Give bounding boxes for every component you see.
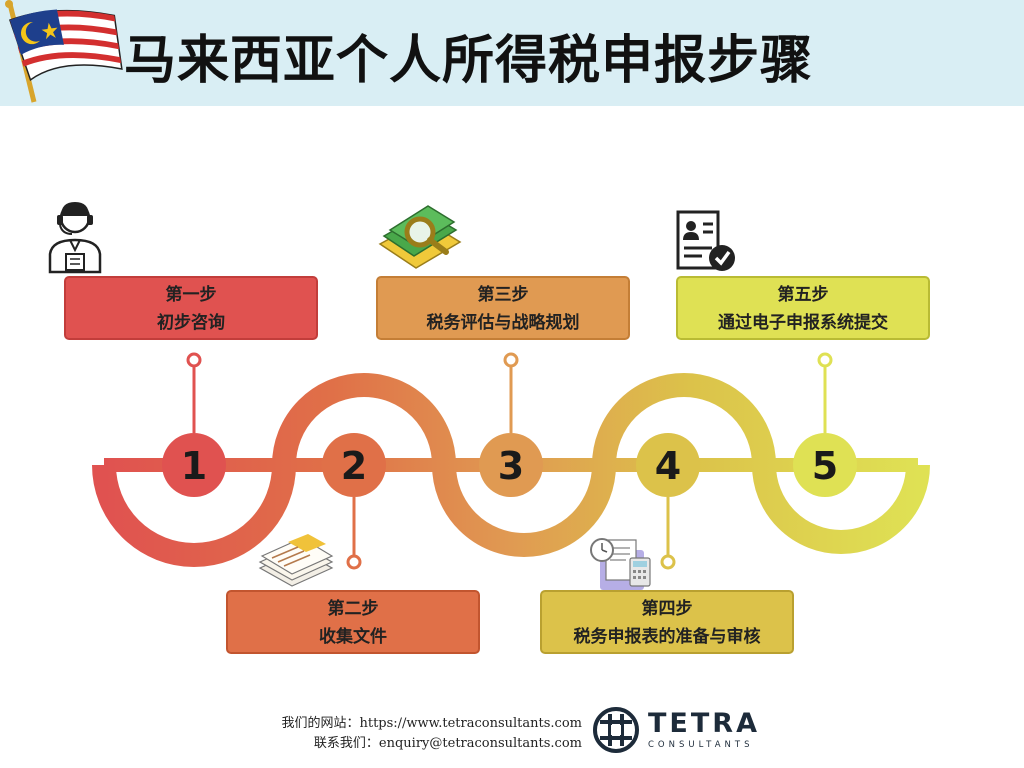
step-1-name: 初步咨询 — [157, 313, 225, 333]
step-2-connector-dot — [346, 554, 362, 570]
step-3-box: 第三步 税务评估与战略规划 — [376, 276, 630, 340]
step-5-box: 第五步 通过电子申报系统提交 — [676, 276, 930, 340]
timeline-snake-path — [92, 373, 930, 567]
step-5-connector-dot — [817, 352, 833, 368]
step-1-circle — [162, 433, 226, 497]
step-4-name: 税务申报表的准备与审核 — [573, 627, 761, 647]
page-title: 马来西亚个人所得税申报步骤 — [124, 31, 814, 91]
steps-diagram: 1 2 3 4 5 — [92, 352, 930, 570]
step-2-title: 第二步 — [327, 599, 379, 619]
money-magnifier-icon — [378, 205, 462, 269]
malaysia-flag-icon — [5, 0, 123, 103]
step-4-box: 第四步 税务申报表的准备与审核 — [540, 590, 794, 654]
step-2-number: 2 — [341, 444, 367, 488]
logo-main-text: TETRA — [648, 708, 760, 739]
step-4-connector-dot — [660, 554, 676, 570]
step-3-name: 税务评估与战略规划 — [426, 313, 580, 333]
step-3-title: 第三步 — [477, 285, 529, 305]
step-3-circle — [479, 433, 543, 497]
step-2-circle — [322, 433, 386, 497]
step-4-title: 第四步 — [641, 599, 693, 619]
contact-email-text[interactable]: 联系我们：enquiry@tetraconsultants.com — [313, 736, 582, 751]
step-1-number: 1 — [181, 444, 207, 488]
step-4-number: 4 — [655, 444, 681, 488]
step-5-circle — [793, 433, 857, 497]
step-5-number: 5 — [812, 444, 838, 488]
footer-contact: 我们的网站：https://www.tetraconsultants.com 联… — [281, 714, 582, 754]
logo-sub-text: CONSULTANTS — [648, 740, 754, 750]
step-1-connector-dot — [186, 352, 202, 368]
consultant-headset-icon — [48, 202, 102, 274]
document-stack-icon — [258, 534, 334, 587]
step-3-number: 3 — [498, 444, 524, 488]
step-1-title: 第一步 — [165, 285, 217, 305]
profile-checkmark-icon — [676, 210, 735, 271]
step-4-circle — [636, 433, 700, 497]
step-5-title: 第五步 — [777, 285, 829, 305]
tetra-logo-icon — [593, 707, 639, 753]
clock-calculator-form-icon — [590, 538, 651, 590]
website-text[interactable]: 我们的网站：https://www.tetraconsultants.com — [281, 716, 582, 731]
step-1-box: 第一步 初步咨询 — [64, 276, 318, 340]
step-3-connector-dot — [503, 352, 519, 368]
step-5-name: 通过电子申报系统提交 — [718, 313, 888, 333]
header-banner: 马来西亚个人所得税申报步骤 — [0, 0, 1024, 106]
step-2-name: 收集文件 — [319, 627, 387, 647]
step-2-box: 第二步 收集文件 — [226, 590, 480, 654]
tetra-logo-text: TETRA CONSULTANTS — [648, 709, 760, 751]
